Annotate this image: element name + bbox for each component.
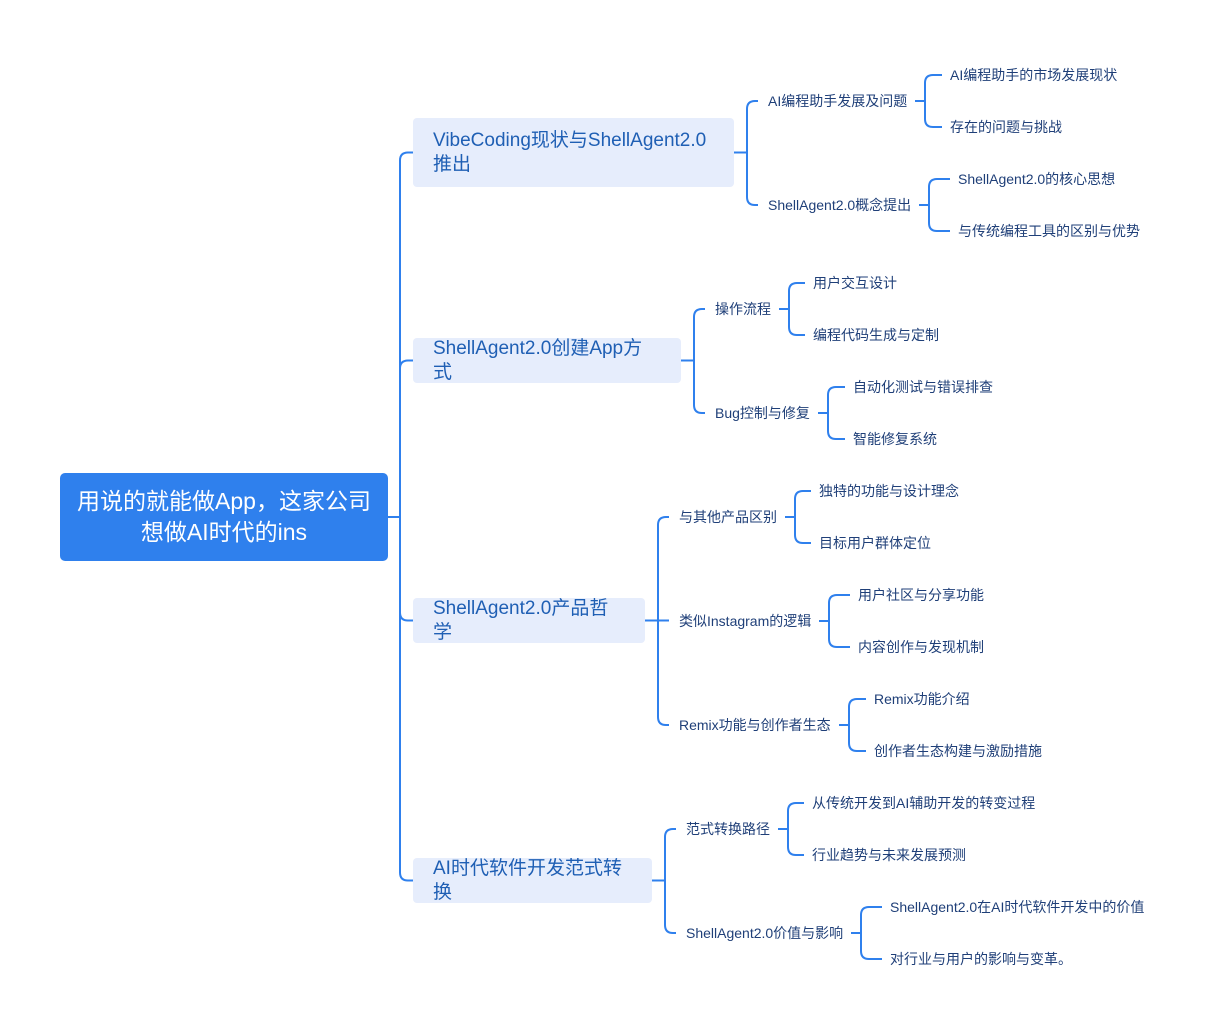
connector-line — [794, 517, 811, 544]
leaf-node[interactable]: 用户交互设计 — [813, 274, 897, 292]
subtopic-label: Remix功能与创作者生态 — [679, 717, 831, 733]
leaf-node[interactable]: 用户社区与分享功能 — [858, 586, 984, 604]
leaf-node[interactable]: 行业趋势与未来发展预测 — [812, 846, 966, 864]
subtopic-label: AI编程助手发展及问题 — [768, 93, 908, 109]
connector-line — [788, 309, 805, 336]
connector-line — [693, 308, 705, 361]
connector-line — [848, 698, 866, 725]
leaf-node[interactable]: 智能修复系统 — [853, 430, 937, 448]
connector-line — [848, 725, 866, 752]
leaf-node[interactable]: 编程代码生成与定制 — [813, 326, 939, 344]
connector-line — [746, 100, 758, 153]
leaf-node[interactable]: 从传统开发到AI辅助开发的转变过程 — [812, 794, 1035, 812]
connector-line — [828, 594, 850, 621]
connector-line — [928, 205, 950, 232]
connector-line — [399, 517, 413, 882]
leaf-label: 内容创作与发现机制 — [858, 639, 984, 655]
leaf-node[interactable]: 创作者生态构建与激励措施 — [874, 742, 1042, 760]
connector-line — [657, 620, 669, 726]
leaf-node[interactable]: AI编程助手的市场发展现状 — [950, 66, 1117, 84]
branch-node[interactable]: ShellAgent2.0创建App方式 — [413, 338, 681, 383]
branch-label: VibeCoding现状与ShellAgent2.0推出 — [433, 129, 707, 175]
subtopic-node[interactable]: ShellAgent2.0概念提出 — [768, 196, 911, 214]
subtopic-label: 操作流程 — [715, 301, 771, 317]
leaf-node[interactable]: 内容创作与发现机制 — [858, 638, 984, 656]
leaf-label: 用户交互设计 — [813, 275, 897, 291]
leaf-label: 用户社区与分享功能 — [858, 587, 984, 603]
connector-line — [399, 151, 413, 517]
leaf-label: 行业趋势与未来发展预测 — [812, 847, 966, 863]
subtopic-node[interactable]: 操作流程 — [715, 300, 771, 318]
leaf-label: 从传统开发到AI辅助开发的转变过程 — [812, 795, 1036, 811]
connector-line — [860, 933, 882, 960]
leaf-label: 编程代码生成与定制 — [813, 327, 939, 343]
leaf-label: 存在的问题与挑战 — [950, 119, 1062, 135]
connector-line — [794, 490, 811, 517]
leaf-label: ShellAgent2.0在AI时代软件开发中的价值 — [890, 899, 1145, 915]
connector-line — [664, 828, 676, 881]
subtopic-node[interactable]: AI编程助手发展及问题 — [768, 92, 907, 110]
connector-line — [828, 621, 850, 648]
subtopic-node[interactable]: Bug控制与修复 — [715, 404, 810, 422]
connector-line — [788, 282, 805, 309]
leaf-node[interactable]: 自动化测试与错误排查 — [853, 378, 993, 396]
connector-line — [827, 413, 845, 440]
branch-node[interactable]: AI时代软件开发范式转换 — [413, 858, 652, 903]
subtopic-node[interactable]: 范式转换路径 — [686, 820, 770, 838]
connector-line — [693, 360, 705, 414]
leaf-node[interactable]: 独特的功能与设计理念 — [819, 482, 959, 500]
leaf-label: 创作者生态构建与激励措施 — [874, 743, 1042, 759]
leaf-label: ShellAgent2.0的核心思想 — [958, 171, 1116, 187]
branch-label: ShellAgent2.0产品哲学 — [433, 597, 609, 643]
connector-line — [860, 906, 882, 933]
leaf-node[interactable]: ShellAgent2.0的核心思想 — [958, 170, 1115, 188]
leaf-label: 自动化测试与错误排查 — [853, 379, 993, 395]
subtopic-label: 类似Instagram的逻辑 — [679, 613, 812, 629]
branch-node[interactable]: VibeCoding现状与ShellAgent2.0推出 — [413, 118, 734, 187]
connector-line — [924, 101, 942, 128]
connector-line — [928, 178, 950, 205]
branch-label: AI时代软件开发范式转换 — [433, 857, 622, 903]
leaf-label: AI编程助手的市场发展现状 — [950, 67, 1118, 83]
subtopic-node[interactable]: 类似Instagram的逻辑 — [679, 612, 811, 630]
subtopic-label: ShellAgent2.0价值与影响 — [686, 925, 844, 941]
leaf-label: 智能修复系统 — [853, 431, 937, 447]
leaf-label: 独特的功能与设计理念 — [819, 483, 959, 499]
leaf-node[interactable]: ShellAgent2.0在AI时代软件开发中的价值 — [890, 898, 1144, 916]
connector-line — [924, 74, 942, 101]
subtopic-node[interactable]: Remix功能与创作者生态 — [679, 716, 831, 734]
subtopic-label: ShellAgent2.0概念提出 — [768, 197, 912, 213]
connector-line — [746, 152, 758, 206]
connector-line — [787, 802, 804, 829]
connector-line — [399, 517, 413, 622]
leaf-node[interactable]: 存在的问题与挑战 — [950, 118, 1062, 136]
subtopic-node[interactable]: 与其他产品区别 — [679, 508, 777, 526]
connector-line — [664, 880, 676, 934]
connector-line — [657, 516, 669, 621]
root-label: 用说的就能做App，这家公司想做AI时代的ins — [77, 488, 371, 545]
subtopic-node[interactable]: ShellAgent2.0价值与影响 — [686, 924, 843, 942]
branch-label: ShellAgent2.0创建App方式 — [433, 337, 643, 383]
connector-line — [787, 829, 804, 856]
branch-node[interactable]: ShellAgent2.0产品哲学 — [413, 598, 645, 643]
leaf-label: Remix功能介绍 — [874, 691, 970, 707]
subtopic-label: 与其他产品区别 — [679, 509, 777, 525]
subtopic-label: Bug控制与修复 — [715, 405, 810, 421]
connector-line — [399, 359, 413, 517]
leaf-node[interactable]: 与传统编程工具的区别与优势 — [958, 222, 1140, 240]
leaf-node[interactable]: 对行业与用户的影响与变革。 — [890, 950, 1072, 968]
leaf-label: 对行业与用户的影响与变革。 — [890, 951, 1072, 967]
connector-line — [827, 386, 845, 413]
root-node[interactable]: 用说的就能做App，这家公司想做AI时代的ins — [60, 473, 388, 561]
subtopic-label: 范式转换路径 — [686, 821, 770, 837]
leaf-node[interactable]: Remix功能介绍 — [874, 690, 970, 708]
leaf-label: 目标用户群体定位 — [819, 535, 931, 551]
leaf-label: 与传统编程工具的区别与优势 — [958, 223, 1140, 239]
leaf-node[interactable]: 目标用户群体定位 — [819, 534, 931, 552]
